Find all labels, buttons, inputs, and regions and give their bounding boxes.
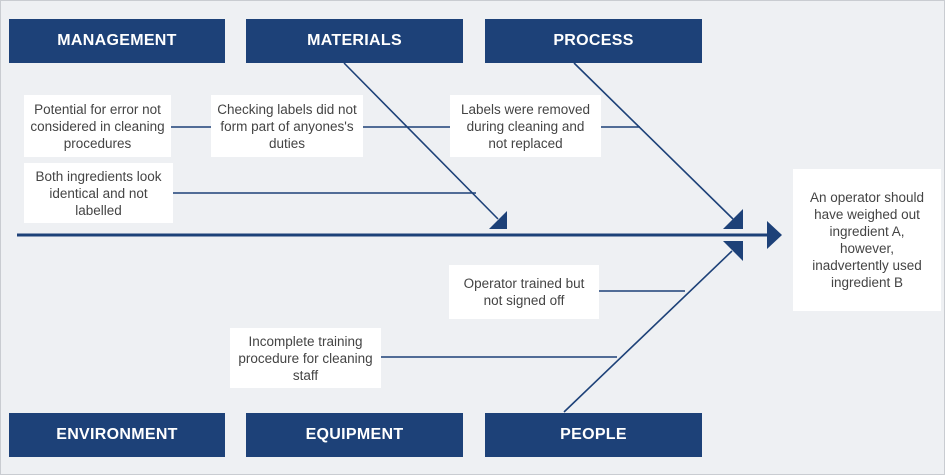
cause-checking-labels: Checking labels did not form part of any… — [211, 95, 363, 157]
spine-arrowhead — [767, 221, 782, 249]
category-process: PROCESS — [485, 19, 702, 63]
people-bone — [563, 250, 733, 413]
cause-identical-ingredients: Both ingredients look identical and not … — [24, 163, 173, 223]
people-bone-arrowhead — [723, 241, 743, 261]
category-environment: ENVIRONMENT — [9, 413, 225, 457]
category-people: PEOPLE — [485, 413, 702, 457]
effect-box: An operator should have weighed out ingr… — [793, 169, 941, 311]
process-bone — [573, 62, 734, 220]
process-bone-arrowhead — [723, 209, 743, 229]
category-materials: MATERIALS — [246, 19, 463, 63]
materials-bone-arrowhead — [489, 211, 507, 229]
cause-operator-trained: Operator trained but not signed off — [449, 265, 599, 319]
category-equipment: EQUIPMENT — [246, 413, 463, 457]
cause-potential-error: Potential for error not considered in cl… — [24, 95, 171, 157]
cause-labels-removed: Labels were removed during cleaning and … — [450, 95, 601, 157]
cause-incomplete-training: Incomplete training procedure for cleani… — [230, 328, 381, 388]
category-management: MANAGEMENT — [9, 19, 225, 63]
